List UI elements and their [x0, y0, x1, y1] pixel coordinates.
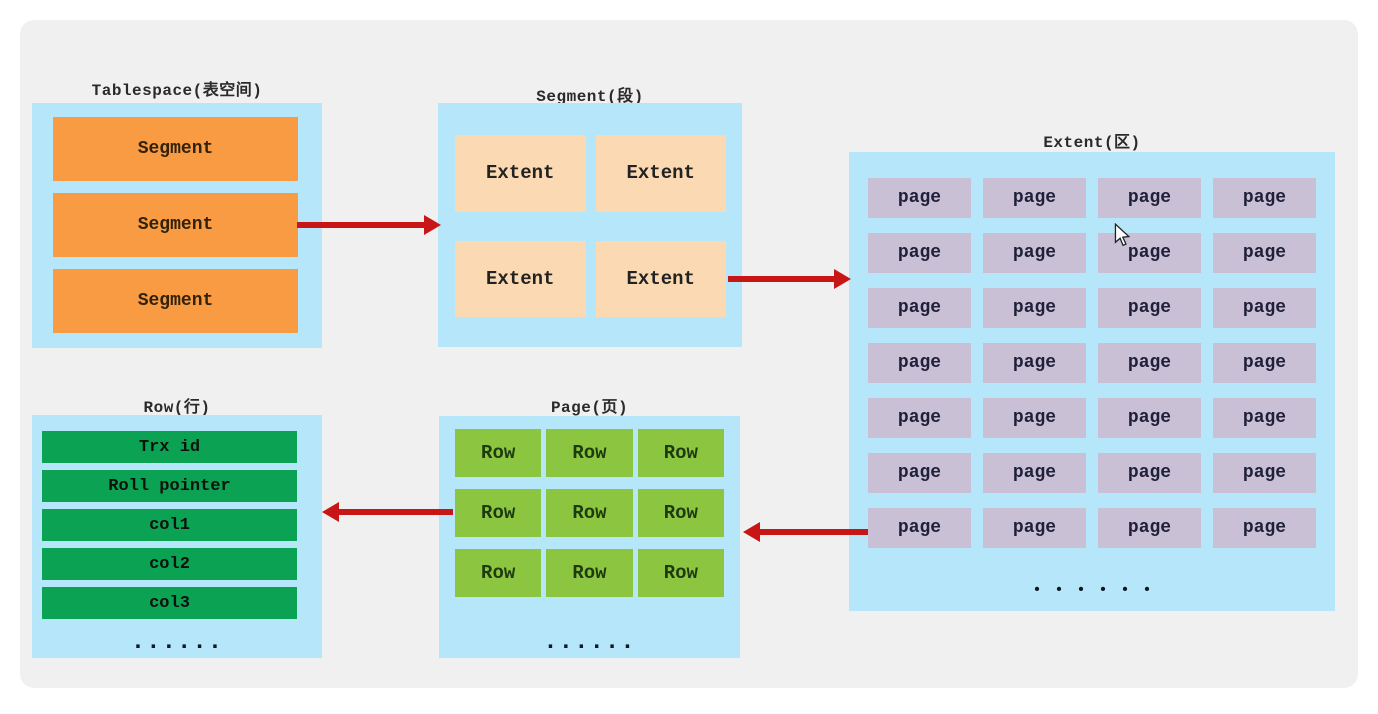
page-ellipsis: ...... [543, 629, 636, 656]
segment-title: Segment(段) [536, 88, 644, 106]
page-cell: page [868, 508, 971, 548]
page-cell: page [868, 178, 971, 218]
page-cell: page [1213, 453, 1316, 493]
segment-container: Extent Extent Extent Extent [438, 103, 742, 347]
row-ellipsis: ...... [130, 629, 224, 656]
row-cell: Row [455, 429, 542, 477]
row-cell: Row [637, 549, 724, 597]
page-cell: page [1098, 343, 1201, 383]
page-cell: page [1213, 343, 1316, 383]
page-cell: page [868, 453, 971, 493]
page-cell: page [983, 343, 1086, 383]
page-cell: page [1213, 288, 1316, 328]
row-field-roll-pointer: Roll pointer [42, 470, 297, 502]
page-container: Row Row Row Row Row Row Row Row Row ....… [439, 416, 740, 658]
row-container: Trx id Roll pointer col1 col2 col3 .....… [32, 415, 322, 658]
page-cell: page [983, 398, 1086, 438]
row-field-col1: col1 [42, 509, 297, 541]
page-cell: page [983, 453, 1086, 493]
page-cell: page [1098, 178, 1201, 218]
page-cell: page [1213, 178, 1316, 218]
mouse-cursor-icon [1114, 223, 1130, 247]
extent-title: Extent(区) [1043, 134, 1141, 152]
page-cell: page [1098, 508, 1201, 548]
row-title: Row(行) [143, 399, 211, 417]
row-cell: Row [455, 549, 542, 597]
extent-container: page page page page page page page page … [849, 152, 1335, 611]
page-cell: page [983, 233, 1086, 273]
row-cell: Row [546, 489, 633, 537]
page-cell: page [1213, 508, 1316, 548]
segment-cell: Segment [53, 193, 298, 257]
extent-cell: Extent [595, 135, 726, 212]
row-field-col3: col3 [42, 587, 297, 619]
row-cell: Row [546, 549, 633, 597]
row-field-col2: col2 [42, 548, 297, 580]
page-cell: page [1098, 288, 1201, 328]
row-cell: Row [455, 489, 542, 537]
page-cell: page [1098, 398, 1201, 438]
page-cell: page [868, 233, 971, 273]
row-cell: Row [637, 489, 724, 537]
extent-ellipsis: •••••• [1032, 582, 1165, 599]
page-cell: page [983, 508, 1086, 548]
page-title: Page(页) [550, 399, 629, 417]
row-cell: Row [546, 429, 633, 477]
page-cell: page [1098, 453, 1201, 493]
page-cell: page [1213, 398, 1316, 438]
page-cell: page [868, 398, 971, 438]
extent-cell: Extent [595, 240, 726, 317]
page-cell: page [983, 288, 1086, 328]
page-cell: page [983, 178, 1086, 218]
page-cell: page [868, 288, 971, 328]
extent-cell: Extent [455, 135, 586, 212]
page-cell: page [1213, 233, 1316, 273]
segment-cell: Segment [53, 117, 298, 181]
tablespace-title: Tablespace(表空间) [91, 82, 263, 100]
tablespace-container: Segment Segment Segment [32, 103, 322, 348]
row-field-trx-id: Trx id [42, 431, 297, 463]
page-cell: page [868, 343, 971, 383]
segment-cell: Segment [53, 269, 298, 333]
extent-cell: Extent [455, 240, 586, 317]
row-cell: Row [637, 429, 724, 477]
